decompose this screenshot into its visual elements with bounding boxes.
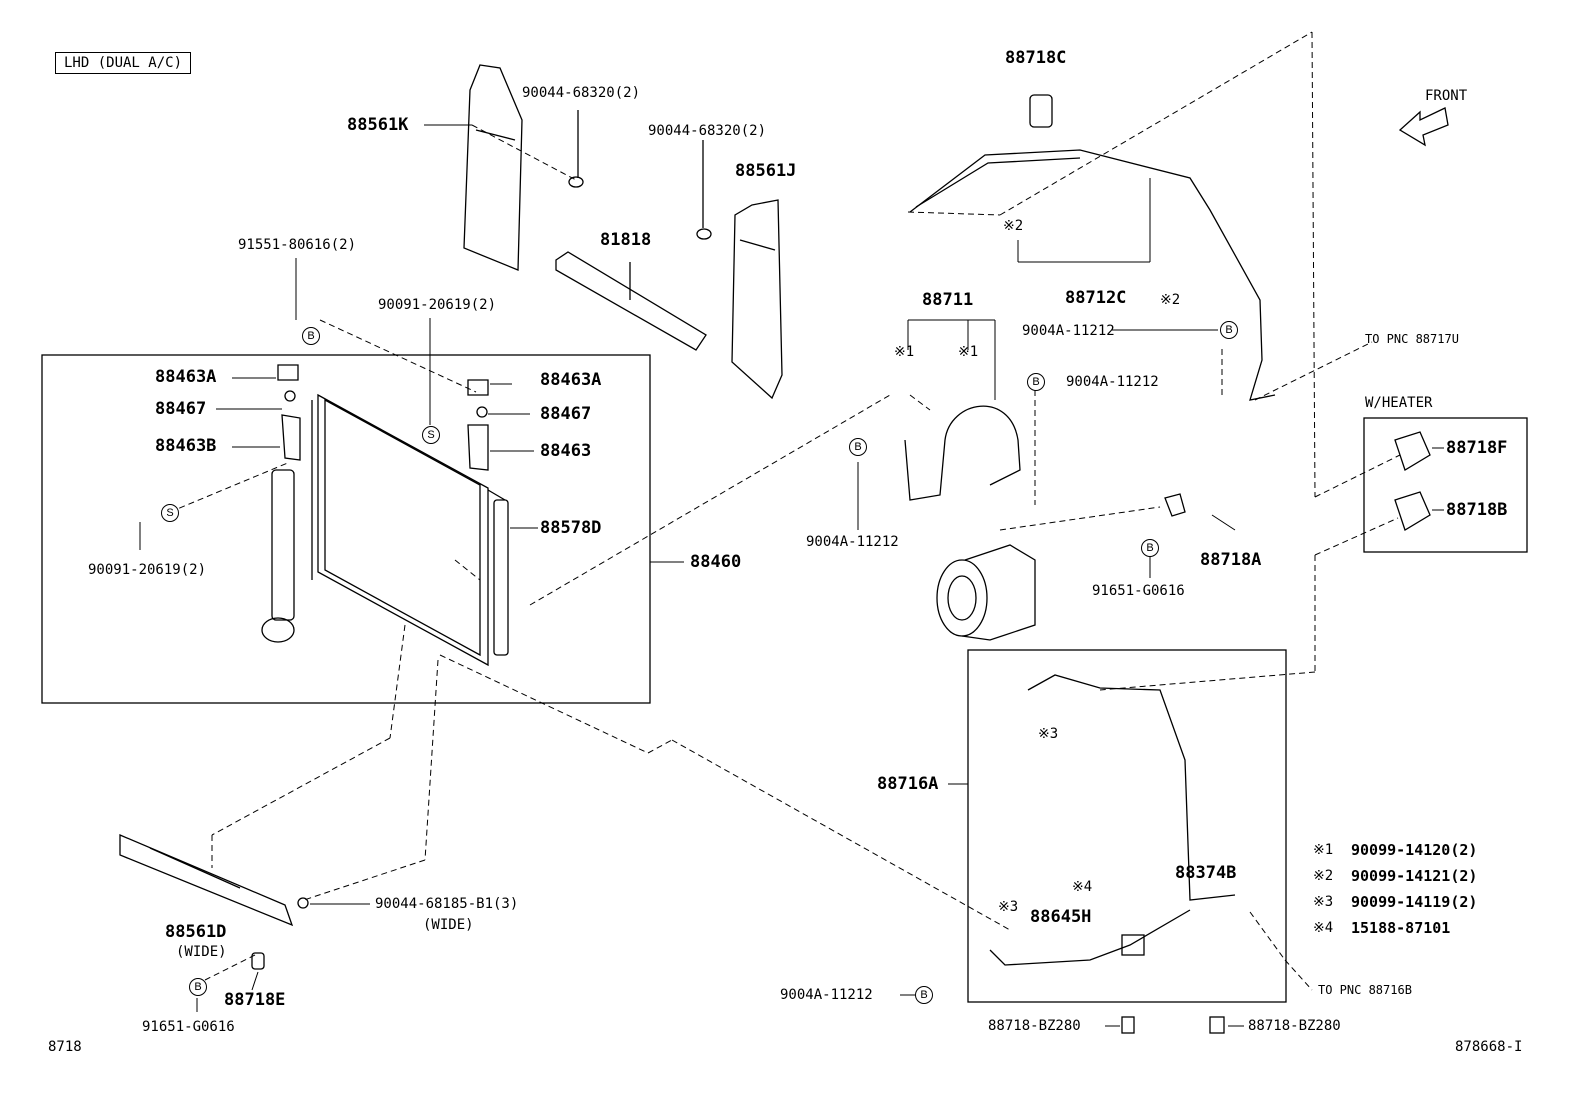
part-88561d[interactable]: 88561D [165, 922, 227, 942]
part-88718e[interactable]: 88718E [224, 990, 286, 1010]
part-88718-bz280-b[interactable]: 88718-BZ280 [1248, 1018, 1341, 1034]
marker-b-7: B [915, 986, 933, 1004]
part-90044-68185[interactable]: 90044-68185-B1(3) [375, 896, 519, 912]
part-88463[interactable]: 88463 [540, 441, 592, 461]
bolt-shape-2 [696, 140, 712, 240]
part-9004a-11212-c[interactable]: 9004A-11212 [806, 534, 899, 550]
legend-mark-4: ※4 [1313, 920, 1334, 936]
part-88561k[interactable]: 88561K [347, 115, 409, 135]
ref-mark-1b: ※1 [958, 344, 979, 360]
front-label: FRONT [1425, 88, 1468, 104]
part-88463b[interactable]: 88463B [155, 436, 217, 456]
legend-mark-2: ※2 [1313, 868, 1334, 884]
part-88718b[interactable]: 88718B [1446, 500, 1508, 520]
to-pnc-88716b: TO PNC 88716B [1318, 983, 1412, 997]
part-88718-bz280-a[interactable]: 88718-BZ280 [988, 1018, 1081, 1034]
part-91551-80616[interactable]: 91551-80616(2) [238, 237, 357, 253]
legend-part-1[interactable]: 90099-14120(2) [1351, 841, 1478, 859]
part-9004a-11212-a[interactable]: 9004A-11212 [1022, 323, 1115, 339]
part-88467-right[interactable]: 88467 [540, 404, 592, 424]
bar-81818-shape [555, 251, 707, 351]
heater-clamp-box [1363, 417, 1528, 553]
ref-mark-3a: ※3 [1038, 726, 1059, 742]
part-88578d[interactable]: 88578D [540, 518, 602, 538]
marker-b-3: B [1027, 373, 1045, 391]
ref-mark-1a: ※1 [894, 344, 915, 360]
part-90091-20619-bottom[interactable]: 90091-20619(2) [88, 562, 207, 578]
ref-mark-3b: ※3 [998, 899, 1019, 915]
part-88561d-note: (WIDE) [176, 944, 227, 960]
ref-mark-2a: ※2 [1003, 218, 1024, 234]
part-88374b[interactable]: 88374B [1175, 863, 1237, 883]
part-90044-68320-b[interactable]: 90044-68320(2) [648, 123, 767, 139]
part-88467-left[interactable]: 88467 [155, 399, 207, 419]
ref-mark-2b: ※2 [1160, 292, 1181, 308]
part-88463a-right[interactable]: 88463A [540, 370, 602, 390]
part-88716a[interactable]: 88716A [877, 774, 939, 794]
part-88718c[interactable]: 88718C [1005, 48, 1067, 68]
part-81818[interactable]: 81818 [600, 230, 652, 250]
hose-88711-shape [904, 405, 1021, 501]
part-88711[interactable]: 88711 [922, 290, 974, 310]
seal-88561j-shape [731, 199, 783, 400]
legend-mark-3: ※3 [1313, 894, 1334, 910]
condenser-core-shape [311, 393, 506, 667]
part-90044-68185-note: (WIDE) [423, 917, 474, 933]
part-90044-68320-a[interactable]: 90044-68320(2) [522, 85, 641, 101]
part-88645h[interactable]: 88645H [1030, 907, 1092, 927]
part-88718f[interactable]: 88718F [1446, 438, 1508, 458]
part-88561j[interactable]: 88561J [735, 161, 797, 181]
marker-b-6: B [189, 978, 207, 996]
legend-part-4[interactable]: 15188-87101 [1351, 919, 1451, 937]
marker-b-4: B [849, 438, 867, 456]
w-heater-label: W/HEATER [1365, 395, 1433, 411]
ref-mark-4: ※4 [1072, 879, 1093, 895]
part-88718a[interactable]: 88718A [1200, 550, 1262, 570]
part-9004a-11212-b[interactable]: 9004A-11212 [1066, 374, 1159, 390]
marker-s-1: S [422, 426, 440, 444]
bolt-shape-1 [568, 110, 584, 188]
to-pnc-88717u: TO PNC 88717U [1365, 332, 1459, 346]
marker-b-1: B [302, 327, 320, 345]
marker-s-2: S [161, 504, 179, 522]
part-88460[interactable]: 88460 [690, 552, 742, 572]
footer-left-code: 8718 [48, 1039, 82, 1055]
part-91651-g0616-right[interactable]: 91651-G0616 [1092, 583, 1185, 599]
variant-tag: LHD (DUAL A/C) [55, 52, 192, 74]
discharge-hose-group-box [967, 649, 1287, 1003]
part-90091-20619-top[interactable]: 90091-20619(2) [378, 297, 497, 313]
marker-b-5: B [1141, 539, 1159, 557]
compressor-shape [936, 544, 1036, 641]
footer-right-code: 878668-I [1455, 1039, 1523, 1055]
pipe-88716a-shape [1027, 674, 1236, 901]
part-88712c[interactable]: 88712C [1065, 288, 1127, 308]
legend-mark-1: ※1 [1313, 842, 1334, 858]
part-9004a-11212-d[interactable]: 9004A-11212 [780, 987, 873, 1003]
part-91651-g0616-left[interactable]: 91651-G0616 [142, 1019, 235, 1035]
front-arrow [1398, 107, 1449, 147]
clamp-88718c-shape [1029, 94, 1053, 128]
marker-b-2: B [1220, 321, 1238, 339]
seal-88561k-shape [463, 64, 523, 271]
condenser-group-box [41, 354, 651, 704]
pipe-88712c-shape [909, 149, 1276, 401]
part-88463a-left[interactable]: 88463A [155, 367, 217, 387]
legend-part-3[interactable]: 90099-14119(2) [1351, 893, 1478, 911]
seal-88561d-shape [119, 834, 294, 927]
legend-part-2[interactable]: 90099-14121(2) [1351, 867, 1478, 885]
